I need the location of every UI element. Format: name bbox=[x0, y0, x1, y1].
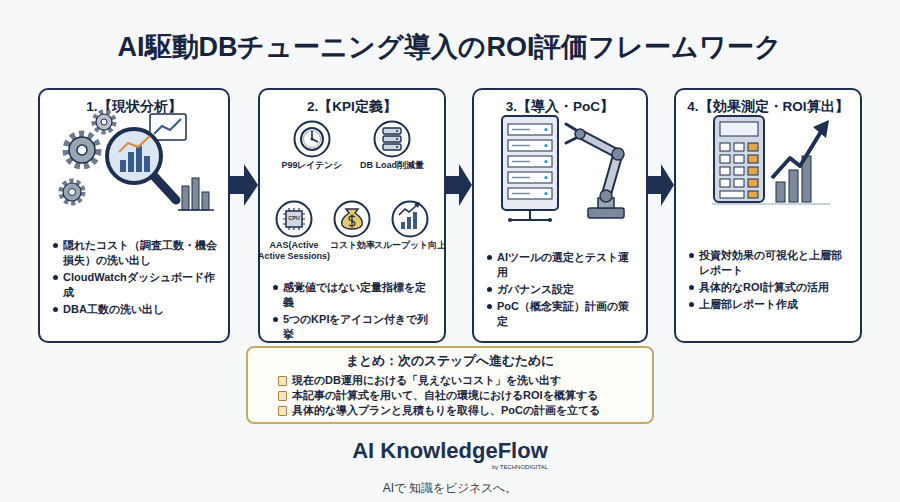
kpi-circle bbox=[333, 200, 371, 238]
summary-item: 具体的な導入プランと見積もりを取得し、PoCの計画を立てる bbox=[278, 403, 642, 418]
brand-tagline: AIで 知識をビジネスへ。 bbox=[300, 480, 600, 496]
kpi-circle bbox=[391, 200, 429, 238]
bullet-item: DBA工数の洗い出し bbox=[52, 302, 220, 317]
stage-box: 4.【効果測定・ROI算出】投資対効果の可視化と上層部レポート具体的なROI計算… bbox=[674, 88, 862, 343]
kpi-circle-outline bbox=[393, 202, 428, 237]
bullet-item: 投資対効果の可視化と上層部レポート bbox=[688, 248, 852, 278]
summary-list: 現在のDB運用における「見えないコスト」を洗い出す本記事の計算式を用いて、自社の… bbox=[278, 373, 642, 418]
bullet-item: ガバナンス設定 bbox=[486, 282, 638, 297]
diagram-title: AI駆動DBチューニング導入のROI評価フレームワーク bbox=[0, 30, 900, 64]
bullet-item: 感覚値ではない定量指標を定義 bbox=[272, 280, 436, 310]
kpi-item: AAS(Active Active Sessions) bbox=[263, 200, 325, 262]
flow-arrow bbox=[648, 164, 674, 206]
stage-box: 2.【KPI定義】感覚値ではない定量指標を定義5つのKPIをアイコン付きで列挙 P… bbox=[258, 88, 446, 343]
kpi-circle-outline bbox=[335, 202, 370, 237]
stage-heading: 4.【効果測定・ROI算出】 bbox=[676, 98, 860, 116]
summary-heading: まとめ：次のステップへ進むために bbox=[248, 353, 652, 369]
summary-item: 現在のDB運用における「見えないコスト」を洗い出す bbox=[278, 373, 642, 388]
bullet-item: 5つのKPIをアイコン付きで列挙 bbox=[272, 312, 436, 342]
kpi-item: スループット向上 bbox=[379, 200, 441, 251]
kpi-item: コスト効率 bbox=[321, 200, 383, 251]
kpi-label: DB Load削減量 bbox=[355, 160, 429, 171]
kpi-circle-outline bbox=[375, 122, 410, 157]
brand-name: AI KnowledgeFlow bbox=[300, 437, 600, 464]
kpi-label: AAS(Active Active Sessions) bbox=[257, 240, 331, 262]
kpi-circle-outline bbox=[277, 202, 312, 237]
bullet-item: CloudWatchダッシュボード作成 bbox=[52, 270, 220, 300]
stage-box: 1.【現状分析】隠れたコスト（調査工数・機会損失）の洗い出しCloudWatch… bbox=[38, 88, 230, 343]
summary-box: まとめ：次のステップへ進むために現在のDB運用における「見えないコスト」を洗い出… bbox=[246, 346, 654, 424]
kpi-item: DB Load削減量 bbox=[361, 120, 423, 171]
brand-byline: by TECHNODIGITAL bbox=[466, 463, 548, 471]
kpi-circle bbox=[293, 120, 331, 158]
kpi-label: スループット向上 bbox=[373, 240, 447, 251]
stage-heading: 3.【導入・PoC】 bbox=[474, 98, 646, 116]
chip-text: CPU bbox=[282, 215, 306, 222]
bullet-list: 感覚値ではない定量指標を定義5つのKPIをアイコン付きで列挙 bbox=[272, 280, 436, 344]
bullet-item: PoC（概念実証）計画の策定 bbox=[486, 299, 638, 329]
summary-item: 本記事の計算式を用いて、自社の環境におけるROIを概算する bbox=[278, 388, 642, 403]
bullet-list: AIツールの選定とテスト運用ガバナンス設定 PoC（概念実証）計画の策定 bbox=[486, 250, 638, 331]
bullet-item: AIツールの選定とテスト運用 bbox=[486, 250, 638, 280]
kpi-circle bbox=[373, 120, 411, 158]
stage-heading: 1.【現状分析】 bbox=[40, 98, 228, 116]
kpi-item: P99レイテンシ bbox=[281, 120, 343, 171]
kpi-label: P99レイテンシ bbox=[275, 160, 349, 171]
flow-arrow bbox=[446, 164, 472, 206]
bullet-list: 隠れたコスト（調査工数・機会損失）の洗い出しCloudWatchダッシュボード作… bbox=[52, 238, 220, 319]
stage-heading: 2.【KPI定義】 bbox=[260, 98, 444, 116]
flow-arrow bbox=[230, 164, 258, 206]
stage-box: 3.【導入・PoC】 AIツールの選定とテスト運用ガバナンス設定 PoC（概念実証）… bbox=[472, 88, 648, 343]
kpi-circle-outline bbox=[295, 122, 330, 157]
bullet-list: 投資対効果の可視化と上層部レポート具体的なROI計算式の活用上層部レポート作成 bbox=[688, 248, 852, 314]
bullet-item: 具体的なROI計算式の活用 bbox=[688, 280, 852, 295]
bullet-item: 隠れたコスト（調査工数・機会損失）の洗い出し bbox=[52, 238, 220, 268]
bullet-item: 上層部レポート作成 bbox=[688, 297, 852, 312]
